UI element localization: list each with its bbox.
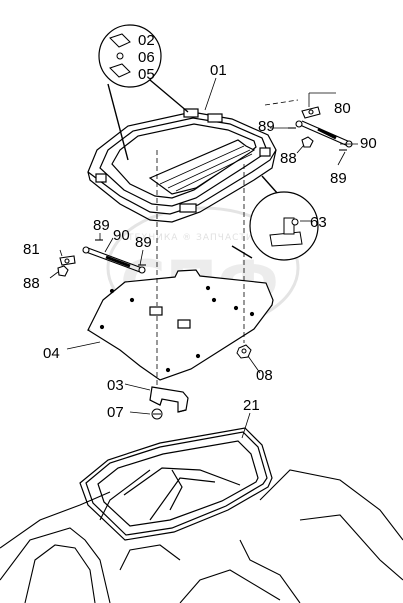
callout-89-b: 89: [330, 170, 347, 187]
callout-04: 04: [43, 345, 60, 362]
leader-lines: [49, 77, 358, 439]
callout-01: 01: [210, 62, 227, 79]
callout-08: 08: [256, 367, 273, 384]
part-07-screw: [151, 408, 163, 420]
callout-89-a: 89: [258, 118, 275, 135]
callout-06: 06: [138, 49, 155, 66]
callout-labels: 02 06 05 01 80 89 88 90 89 63 89 90 89 8…: [23, 32, 377, 421]
callout-03: 03: [107, 377, 124, 394]
part-01-roof-hatch: [87, 108, 277, 223]
cab-roof-outline: [0, 469, 403, 603]
part-21-seal: [79, 427, 273, 541]
callout-63: 63: [310, 214, 327, 231]
callout-07: 07: [107, 404, 124, 421]
callout-90-a: 90: [360, 135, 377, 152]
part-03-handle: [149, 386, 189, 413]
watermark-text: ТЕХНИКА ® ЗАПЧАСТИ: [127, 233, 254, 243]
callout-21: 21: [243, 397, 260, 414]
part-08-nut: [236, 344, 252, 359]
right-gas-strut-assembly: [288, 106, 353, 151]
part-04-panel: [87, 269, 274, 381]
callout-02: 02: [138, 32, 155, 49]
callout-88-b: 88: [23, 275, 40, 292]
detail-circle-hinge: [231, 175, 319, 261]
left-gas-strut-assembly: [57, 239, 146, 277]
callout-90-b: 90: [113, 227, 130, 244]
callout-05: 05: [138, 66, 155, 83]
callout-81: 81: [23, 241, 40, 258]
callout-88-a: 88: [280, 150, 297, 167]
callout-89-c: 89: [93, 217, 110, 234]
callout-80: 80: [334, 100, 351, 117]
detail-circle-latch: [98, 24, 189, 161]
callout-89-d: 89: [135, 234, 152, 251]
